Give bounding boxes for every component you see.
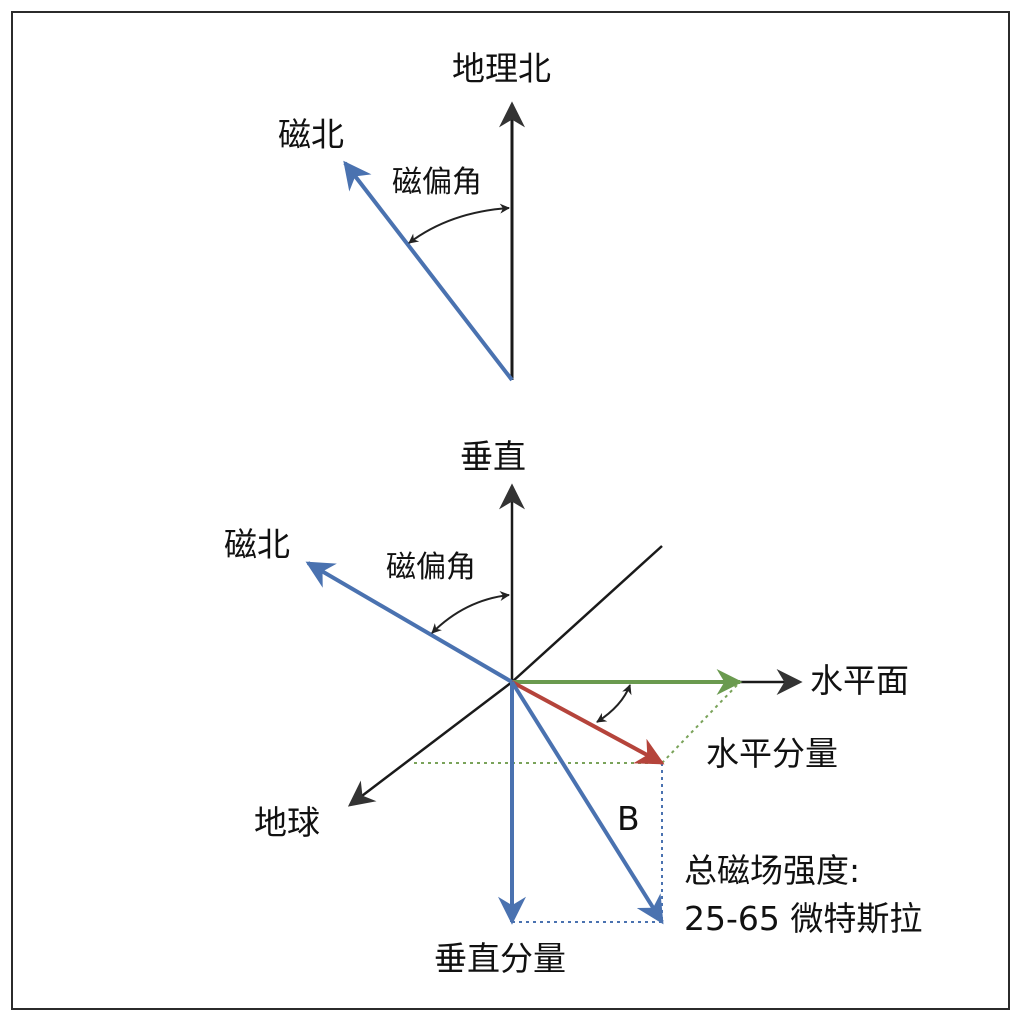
field-vector-b-label: B [617, 799, 640, 838]
dotted-line-diagonal-green [661, 681, 741, 764]
magnetic-north-arrow [305, 561, 514, 684]
horizontal-component-vector [511, 680, 665, 765]
declination-angle-arc [431, 591, 510, 634]
magnetic-north-label-bottom: 磁北 [224, 525, 290, 564]
total-field-label-line1: 总磁场强度: [684, 851, 861, 890]
declination-label-top: 磁偏角 [392, 165, 482, 200]
top-declination-diagram [343, 101, 525, 382]
magnetic-north-arrow [343, 160, 514, 382]
diagonal-axis-upper [511, 545, 663, 683]
earth-label: 地球 [254, 803, 320, 842]
inclination-angle-arc [596, 684, 632, 723]
horizontal-plane-label: 水平面 [810, 661, 909, 700]
magnetic-north-label-top: 磁北 [278, 115, 344, 154]
earth-axis-arrow [347, 681, 513, 807]
total-field-vector-b [510, 680, 664, 925]
horizontal-component-label: 水平分量 [706, 734, 838, 773]
geographic-north-label: 地理北 [452, 49, 551, 88]
total-field-label-line2: 25-65 微特斯拉 [684, 899, 923, 938]
vertical-label: 垂直 [460, 437, 526, 476]
declination-label-bottom: 磁偏角 [386, 550, 476, 585]
bottom-field-components-diagram [305, 483, 803, 925]
declination-angle-arc [408, 203, 510, 244]
vertical-component-label: 垂直分量 [434, 939, 566, 978]
